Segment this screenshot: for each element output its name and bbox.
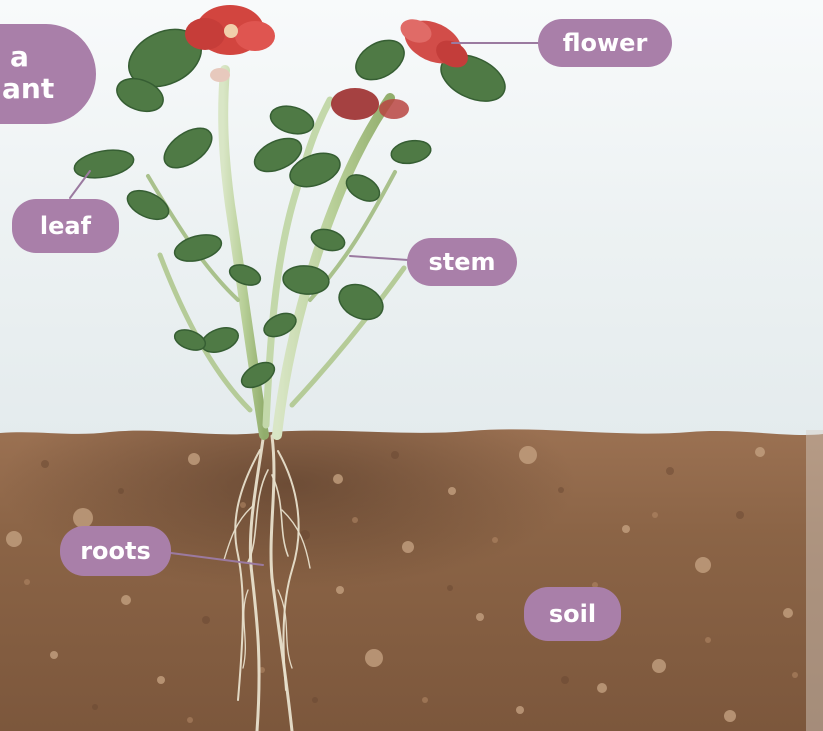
soil-label: soil — [524, 587, 621, 641]
soil-layer — [0, 429, 823, 731]
roots-label: roots — [60, 526, 171, 576]
title-line-2: ant — [2, 73, 96, 105]
leaf-label: leaf — [12, 199, 119, 253]
title-line-1: a — [2, 41, 96, 73]
stem-label: stem — [407, 238, 517, 286]
flower-label: flower — [538, 19, 672, 67]
flower-main — [185, 5, 275, 55]
diagram-title: a ant — [0, 24, 96, 124]
